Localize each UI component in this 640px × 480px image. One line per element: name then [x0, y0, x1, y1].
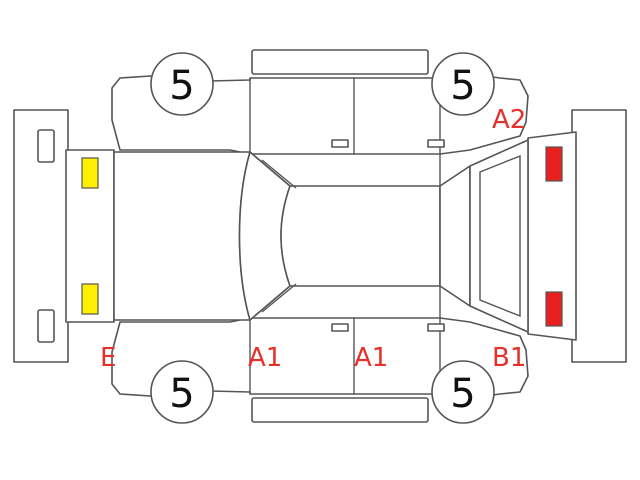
- damage-mark-e: E: [100, 343, 116, 373]
- cabin-top: [238, 139, 529, 333]
- front-bumper: [13, 109, 69, 363]
- tire-front-right: 5: [431, 52, 495, 116]
- tire-rear-right: 5: [431, 360, 495, 424]
- front-panel: [65, 149, 115, 323]
- damage-mark-a2: A2: [492, 105, 526, 135]
- damage-mark-a1-front-door: A1: [248, 343, 282, 373]
- body-side-bottom: [111, 317, 529, 399]
- tire-front-right-score: 5: [450, 63, 475, 109]
- tire-rear-right-score: 5: [450, 371, 475, 417]
- rear-panel: [527, 131, 577, 341]
- front-right-lamp: [81, 283, 99, 315]
- damage-mark-a1-rear-door: A1: [354, 343, 388, 373]
- front-left-lamp: [81, 157, 99, 189]
- tire-rear-left: 5: [150, 360, 214, 424]
- hood: [113, 151, 251, 321]
- rear-bumper: [571, 109, 627, 363]
- tire-front-left-score: 5: [169, 63, 194, 109]
- tire-rear-left-score: 5: [169, 371, 194, 417]
- damage-mark-b1: B1: [492, 343, 526, 373]
- tire-front-left: 5: [150, 52, 214, 116]
- rear-left-lamp: [545, 146, 563, 182]
- rear-right-lamp: [545, 291, 563, 327]
- side-rails: [251, 49, 429, 423]
